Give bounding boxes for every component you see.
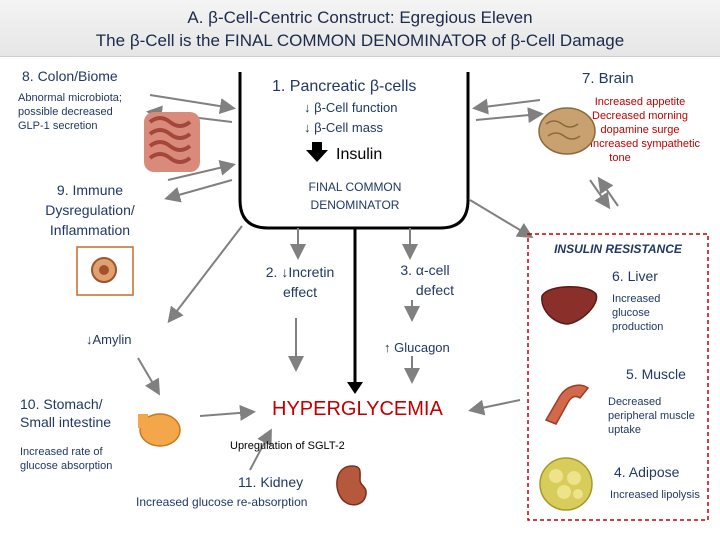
liver-title: 6. Liver xyxy=(612,268,658,284)
sglt2-label: Upregulation of SGLT-2 xyxy=(230,440,345,452)
muscle-desc-3: uptake xyxy=(608,424,642,436)
muscle-desc-1: Decreased xyxy=(608,396,662,408)
colon-desc-2: possible decreased xyxy=(18,106,113,118)
glucagon-label: ↑ Glucagon xyxy=(384,340,450,355)
amylin-label: ↓Amylin xyxy=(86,332,132,347)
alpha-line-2: defect xyxy=(415,282,455,298)
muscle-desc-2: peripheral muscle xyxy=(608,410,695,422)
stomach-image xyxy=(138,413,181,447)
stomach-desc-2: glucose absorption xyxy=(20,460,113,472)
adipose-desc: Increased lipolysis xyxy=(610,489,700,501)
to-amylin-arrow xyxy=(167,225,243,324)
hyperglycemia-label: HYPERGLYCEMIA xyxy=(272,398,443,420)
alpha-line-1: 3. α-cell xyxy=(400,262,450,278)
immune-line-1: 9. Immune xyxy=(56,182,124,198)
title-line-1: A. β-Cell-Centric Construct: Egregious E… xyxy=(187,8,533,27)
brain-to-ir-arrow-2 xyxy=(597,176,619,207)
kidney-image xyxy=(336,465,367,506)
title-line-2: The β-Cell is the FINAL COMMON DENOMINAT… xyxy=(95,31,625,50)
stomach-line-2: Small intestine xyxy=(20,414,112,430)
brain-desc-3: dopamine surge xyxy=(600,124,680,136)
liver-desc-2: glucose xyxy=(612,307,650,319)
stomach-to-hyperglycemia-arrow xyxy=(199,404,256,421)
adipose-title: 4. Adipose xyxy=(614,464,680,480)
final-common-line-1: FINAL COMMON xyxy=(308,180,402,194)
brain-to-ir-arrow-1 xyxy=(589,179,611,210)
adipose-image xyxy=(539,457,593,511)
liver-image xyxy=(541,286,598,325)
kidney-title: 11. Kidney xyxy=(238,474,304,490)
brain-to-center-arrow xyxy=(472,98,541,115)
insulin-resistance-box xyxy=(527,233,709,521)
liver-desc-1: Increased xyxy=(612,293,661,305)
brain-desc-5: tone xyxy=(609,152,631,164)
kidney-to-hyperglycemia-arrow xyxy=(249,428,272,471)
final-common-line-2: DENOMINATOR xyxy=(310,198,400,212)
center-to-immune-arrow xyxy=(164,179,233,203)
kidney-desc: Increased glucose re-absorption xyxy=(136,495,308,509)
amylin-to-stomach-arrow xyxy=(137,357,161,396)
insulin-arrow xyxy=(306,142,328,162)
beta-function-label: ↓ β-Cell function xyxy=(304,100,398,115)
colon-desc-3: GLP-1 secretion xyxy=(18,120,98,132)
insulin-label: Insulin xyxy=(336,146,383,163)
intestine-image xyxy=(144,112,200,172)
ir-to-hyperglycemia-arrow xyxy=(468,399,521,416)
stomach-desc-1: Increased rate of xyxy=(20,446,103,458)
liver-desc-3: production xyxy=(612,321,664,333)
brain-desc-2: Decreased morning xyxy=(592,110,688,122)
immune-line-3: Inflammation xyxy=(49,222,131,238)
brain-image xyxy=(538,107,596,155)
pancreas-title: 1. Pancreatic β-cells xyxy=(272,78,417,95)
immune-cell-image xyxy=(76,246,134,296)
insulin-resistance-title: INSULIN RESISTANCE xyxy=(554,242,682,256)
center-to-ir-arrow xyxy=(469,199,534,239)
immune-line-2: Dysregulation/ xyxy=(45,202,135,218)
brain-desc-1: Increased appetite xyxy=(594,96,686,108)
stomach-line-1: 10. Stomach/ xyxy=(20,396,103,412)
incretin-line-1: 2. ↓Incretin xyxy=(265,264,335,280)
colon-desc-1: Abnormal microbiota; xyxy=(18,92,122,104)
header-banner: A. β-Cell-Centric Construct: Egregious E… xyxy=(0,0,720,57)
incretin-line-2: effect xyxy=(283,284,317,300)
brain-desc-4: Increased sympathetic xyxy=(589,138,701,150)
colon-to-center-arrow xyxy=(149,94,236,115)
muscle-image xyxy=(544,384,590,425)
beta-mass-label: ↓ β-Cell mass xyxy=(304,120,383,135)
center-to-brain-arrow xyxy=(475,107,544,124)
muscle-title: 5. Muscle xyxy=(626,366,686,382)
brain-title: 7. Brain xyxy=(582,70,634,87)
colon-title: 8. Colon/Biome xyxy=(22,68,118,84)
immune-to-center-arrow xyxy=(167,159,236,181)
